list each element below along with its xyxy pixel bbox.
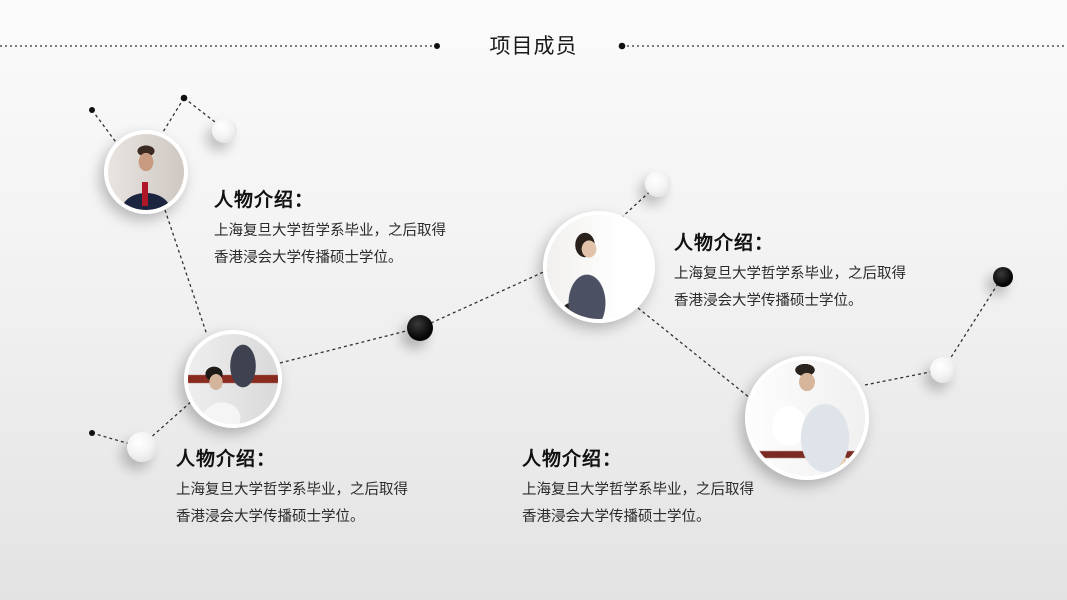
member-heading: 人物介绍： (522, 448, 623, 470)
member-heading: 人物介绍： (674, 232, 775, 254)
member-info-4: 人物介绍： 上海复旦大学哲学系毕业，之后取得 香港浸会大学传播硕士学位。 (522, 444, 754, 531)
member-desc-line: 香港浸会大学传播硕士学位。 (176, 509, 365, 525)
member-photo-3 (184, 330, 282, 428)
member-desc-line: 香港浸会大学传播硕士学位。 (522, 509, 711, 525)
white-ball-decoration (127, 432, 157, 462)
black-ball-decoration (993, 267, 1013, 287)
member-desc-line: 上海复旦大学哲学系毕业，之后取得 (674, 266, 906, 282)
white-ball-decoration (930, 357, 956, 383)
member-info-1: 人物介绍： 上海复旦大学哲学系毕业，之后取得 香港浸会大学传播硕士学位。 (214, 185, 446, 272)
member-heading: 人物介绍： (214, 189, 315, 211)
member-photo-2 (543, 211, 655, 323)
member-desc-line: 上海复旦大学哲学系毕业，之后取得 (522, 482, 754, 498)
member-info-2: 人物介绍： 上海复旦大学哲学系毕业，之后取得 香港浸会大学传播硕士学位。 (674, 228, 906, 315)
member-desc-line: 上海复旦大学哲学系毕业，之后取得 (176, 482, 408, 498)
red-tie (142, 182, 148, 206)
member-photo-1 (104, 130, 188, 214)
member-desc-line: 香港浸会大学传播硕士学位。 (674, 293, 863, 309)
white-ball-decoration (645, 171, 671, 197)
member-desc-line: 上海复旦大学哲学系毕业，之后取得 (214, 223, 446, 239)
member-photo-4 (745, 356, 869, 480)
member-info-3: 人物介绍： 上海复旦大学哲学系毕业，之后取得 香港浸会大学传播硕士学位。 (176, 444, 408, 531)
member-heading: 人物介绍： (176, 448, 277, 470)
slide-title: 项目成员 (489, 34, 578, 58)
black-ball-decoration (407, 315, 433, 341)
member-desc-line: 香港浸会大学传播硕士学位。 (214, 250, 403, 266)
white-ball-decoration (212, 118, 237, 143)
